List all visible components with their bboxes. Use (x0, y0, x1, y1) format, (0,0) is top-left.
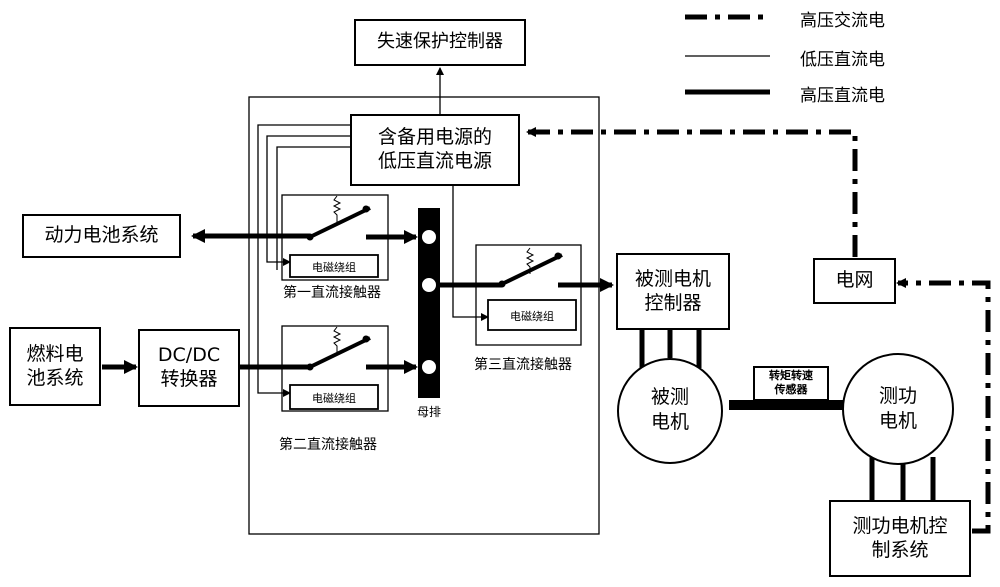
aux-power-line1: 含备用电源的 (378, 126, 492, 150)
torque-line2: 传感器 (754, 383, 828, 397)
busbar-terminal-2 (422, 278, 437, 293)
contactor-1-label: 第一直流接触器 (283, 282, 381, 302)
dyno-line2: 电机 (843, 409, 953, 434)
legend-lv-dc-label: 低压直流电 (800, 45, 885, 70)
shaft (729, 400, 846, 410)
battery-system: 动力电池系统 (22, 214, 181, 258)
dcdc-line2: 转换器 (160, 368, 217, 392)
dyno-ctrl-line2: 制系统 (871, 539, 928, 563)
aux-power-supply: 含备用电源的 低压直流电源 (350, 114, 520, 186)
fast-protect-controller: 失速保护控制器 (354, 19, 526, 66)
lv-wire-4 (453, 186, 488, 317)
contactor-2-label: 第二直流接触器 (279, 434, 377, 454)
hvac-grid-to-aux (528, 132, 855, 257)
aux-power-line2: 低压直流电源 (378, 150, 492, 174)
power-grid: 电网 (813, 258, 896, 304)
fuel-cell-line1: 燃料电 (26, 343, 83, 367)
dyno-ctrl-line1: 测功电机控 (852, 515, 947, 539)
busbar-terminal-1 (422, 230, 437, 245)
fuel-cell-system: 燃料电 池系统 (9, 327, 101, 406)
dcdc-converter: DC/DC 转换器 (138, 329, 240, 407)
motor-line1: 被测 (618, 385, 722, 410)
motor-label: 被测 电机 (618, 385, 722, 434)
dyno-control-system: 测功电机控 制系统 (829, 500, 971, 577)
busbar-terminal-3 (422, 360, 437, 375)
fuel-cell-line2: 池系统 (26, 367, 83, 391)
contactor-3-label: 第三直流接触器 (474, 354, 572, 374)
legend-hv-dc-label: 高压直流电 (800, 81, 885, 106)
motor-line2: 电机 (618, 410, 722, 435)
torque-sensor-label: 转矩转速 传感器 (754, 369, 828, 397)
coil-label-1: 电磁绕组 (290, 259, 378, 275)
coil-label-2: 电磁绕组 (290, 390, 378, 406)
motor-ctrl-line1: 被测电机 (635, 268, 711, 292)
coil-label-3: 电磁绕组 (488, 308, 576, 324)
busbar-label: 母排 (417, 403, 441, 420)
motor-ctrl-line2: 控制器 (644, 292, 701, 316)
motor-controller: 被测电机 控制器 (616, 253, 730, 330)
lv-wire-2 (267, 136, 350, 262)
dcdc-line1: DC/DC (158, 344, 220, 368)
torque-line1: 转矩转速 (754, 369, 828, 383)
legend-hv-ac-label: 高压交流电 (800, 6, 885, 31)
dyno-line1: 测功 (843, 384, 953, 409)
dyno-label: 测功 电机 (843, 384, 953, 433)
